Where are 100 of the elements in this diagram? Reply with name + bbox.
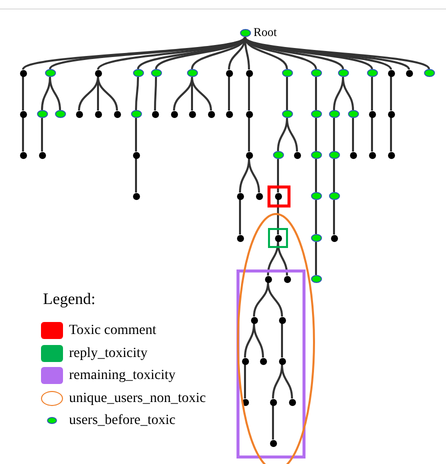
reply-dot (132, 192, 140, 200)
tree-link (248, 158, 260, 193)
reply-dot (236, 234, 244, 242)
tree-link (244, 364, 246, 398)
tree-link (281, 324, 283, 358)
legend-label: reply_toxicity (69, 344, 148, 362)
tree-link (22, 118, 24, 152)
reply-dot (132, 152, 140, 158)
tree-link (97, 76, 118, 111)
user-ellipse (338, 69, 348, 77)
tree-link (315, 200, 317, 234)
reply-dot (20, 70, 26, 76)
reply-dot (246, 70, 252, 76)
user-ellipse (282, 69, 292, 77)
tree-link (286, 118, 298, 152)
tree-link (286, 77, 288, 110)
tree-link (191, 76, 212, 111)
user-ellipse (44, 69, 56, 77)
legend-label: remaining_toxicity (69, 367, 176, 385)
user-ellipse (310, 192, 322, 200)
tree-link (371, 77, 373, 110)
tree-link (228, 76, 230, 110)
reply-dot (270, 398, 276, 406)
reply-dot (278, 358, 286, 364)
tree-link (315, 118, 317, 151)
user-ellipse (132, 69, 144, 77)
reply-dot (270, 440, 276, 446)
tree-link (248, 118, 250, 152)
reply-dot (256, 192, 262, 200)
tree-link (390, 76, 392, 110)
reply-dot (76, 110, 82, 118)
tree-link (244, 36, 317, 70)
reply-dot (188, 110, 196, 118)
reply-dot (350, 152, 356, 158)
tree-link (22, 76, 24, 110)
tree-link (333, 159, 335, 192)
tree-link (97, 76, 99, 110)
user-ellipse (150, 69, 162, 77)
tree-link (277, 200, 279, 234)
tree-link (277, 241, 288, 276)
reply-dot (170, 110, 178, 118)
reply-dot (114, 110, 120, 118)
tree-link (191, 36, 246, 70)
user-ellipse (310, 275, 322, 283)
reply-dot (294, 152, 300, 158)
user-ellipse (54, 110, 66, 118)
tree-link (267, 282, 283, 317)
user-ellipse (130, 110, 142, 118)
user-ellipse (328, 110, 340, 118)
tree-link (371, 118, 373, 152)
tree-link (135, 76, 139, 110)
node-label: Root (254, 25, 277, 39)
reply-dot (94, 110, 102, 118)
reply-dot (264, 276, 272, 282)
tree-link (49, 76, 61, 110)
reply-dot (20, 152, 26, 158)
reply-dot (20, 110, 26, 118)
tree-link (352, 118, 354, 152)
reply-dot (38, 152, 46, 158)
tree-link (333, 200, 335, 234)
user-ellipse (282, 110, 292, 118)
tree-link (390, 118, 392, 152)
legend-title: Legend: (43, 290, 96, 310)
tree-link (281, 364, 293, 399)
tree-link (97, 36, 246, 70)
user-ellipse (328, 192, 340, 200)
tree-link (277, 159, 279, 192)
legend-label: Toxic comment (69, 322, 156, 340)
tree-link (342, 76, 354, 110)
reply-dot (260, 358, 266, 364)
reply-dot (406, 70, 412, 76)
reply-dot (208, 110, 214, 118)
tree-link (41, 118, 43, 152)
user-ellipse (272, 151, 284, 159)
user-ellipse (424, 69, 434, 77)
user-ellipse (328, 151, 340, 159)
tree-link (315, 77, 317, 110)
reply-dot (152, 110, 158, 118)
legend-label: unique_users_non_toxic (69, 390, 206, 408)
tree-link (272, 406, 274, 440)
user-ellipse (310, 110, 322, 118)
tree-link (135, 118, 137, 152)
reply-dot (274, 192, 282, 200)
reply-dot (368, 110, 376, 118)
reply-dot (226, 110, 232, 118)
reply-dot (242, 358, 248, 364)
reply-dot (94, 70, 102, 76)
user-ellipse (36, 110, 48, 118)
tree-link (248, 76, 250, 110)
user-ellipse (366, 69, 378, 77)
tree-link (333, 118, 335, 151)
reply-dot (288, 398, 296, 406)
user-ellipse (348, 110, 358, 118)
reply-dot (246, 110, 252, 118)
reply-dot (388, 152, 394, 158)
reply-dot (278, 316, 286, 324)
reply-dot (250, 316, 258, 324)
reply-dot (284, 276, 290, 282)
tree-link (315, 242, 317, 275)
reply-dot (274, 234, 282, 242)
